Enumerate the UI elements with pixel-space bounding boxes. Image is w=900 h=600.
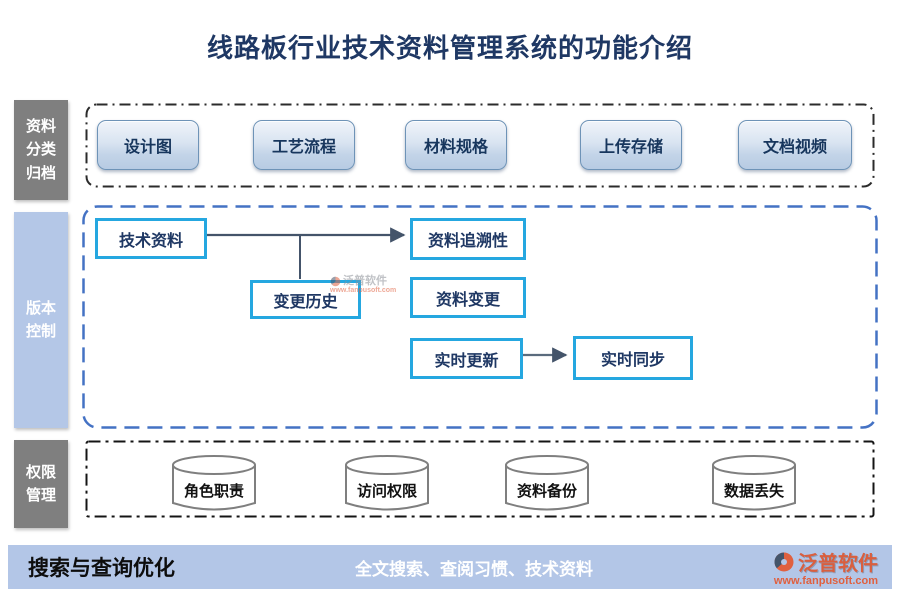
sidebar-label-permission-text: 权限管理 [25,463,56,504]
archive-section: 设计图 工艺流程 材料规格 上传存储 文档视频 [85,103,875,188]
watermark: 泛普软件 www.fanpusoft.com [330,275,396,295]
archive-item-design-drawing: 设计图 [97,120,199,170]
footer-search-title: 搜索与查询优化 [28,557,175,580]
fanpu-logo-icon [774,552,794,571]
brand-block: 泛普软件 www.fanpusoft.com [773,547,892,587]
footer-bar: 搜索与查询优化 全文搜索、查阅习惯、技术资料 泛普软件 www.fanpusof… [8,545,892,589]
archive-item-upload-storage: 上传存储 [580,120,682,170]
sidebar-label-permission: 权限管理 [14,440,68,528]
database-cylinder-icon [505,455,589,511]
database-cylinder-access: 访问权限 [343,453,431,515]
database-cylinder-icon [345,455,429,511]
database-cylinder-roles: 角色职责 [170,453,258,515]
sidebar-label-version-text: 版本控制 [25,299,56,340]
sidebar-label-archive: 资料分类归档 [14,100,68,200]
permission-section: 角色职责 访问权限 资料备份 数据丢失 [85,440,875,518]
cylinder-label: 角色职责 [183,483,244,500]
sidebar-label-archive-text: 资料分类归档 [25,118,56,182]
sidebar-label-version: 版本控制 [14,212,68,428]
watermark-url: www.fanpusoft.com [330,287,397,295]
database-cylinder-icon [172,455,256,511]
cylinder-label: 数据丢失 [723,483,784,500]
watermark-logo-icon [330,276,341,286]
database-cylinder-dataloss: 数据丢失 [710,453,798,515]
archive-item-doc-video: 文档视频 [738,120,852,170]
archive-item-material-spec: 材料规格 [405,120,507,170]
database-cylinder-backup: 资料备份 [503,453,591,515]
page-title: 线路板行业技术资料管理系统的功能介绍 [206,33,693,63]
flow-node-data-change: 资料变更 [410,277,526,318]
watermark-text: 泛普软件 [343,275,387,287]
archive-item-process-flow: 工艺流程 [253,120,355,170]
footer-feature-list: 全文搜索、查阅习惯、技术资料 [355,559,593,579]
cylinder-label: 访问权限 [356,483,417,500]
brand-name: 泛普软件 [798,553,878,575]
flow-node-realtime-sync: 实时同步 [573,336,693,380]
version-section: 泛普软件 www.fanpusoft.com 技术资料 资料追溯性 变更历史 资… [82,205,878,429]
database-cylinder-icon [712,455,796,511]
flow-node-realtime-update: 实时更新 [410,338,523,379]
flow-node-traceability: 资料追溯性 [410,218,526,260]
flow-node-tech-data: 技术资料 [95,218,207,259]
brand-url: www.fanpusoft.com [773,575,878,587]
cylinder-label: 资料备份 [516,483,577,500]
